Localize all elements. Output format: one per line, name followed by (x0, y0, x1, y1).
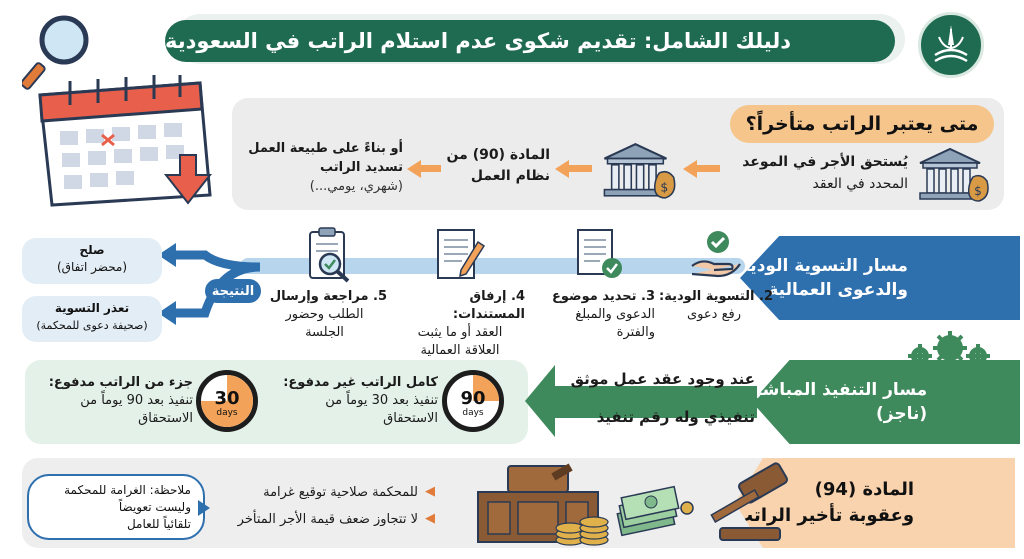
document-check-icon (572, 228, 626, 282)
direct-banner-line2: (ناجز) (876, 404, 928, 424)
outcome2-title: تعذر التسوية (54, 301, 130, 315)
article94-line1: المادة (94) (814, 479, 915, 500)
outcome-reconciliation: صلح (محضر اتفاق) (22, 238, 162, 284)
bullet-triangle-icon: ◀ (425, 511, 435, 526)
timer-30-days-icon: 30 days (196, 370, 258, 432)
direct-condition-line2: تنفيذي وله رقم تنفيذ (596, 408, 755, 426)
amicable-path-banner: مسار التسوية الودية والدعوى العمالية (740, 236, 1020, 320)
note-line2: وليست تعويضاً (118, 500, 191, 514)
bank-money-icon: $ (915, 145, 990, 205)
coins-icon (550, 500, 610, 548)
timer30-text: جزء من الراتب مدفوع: تنفيذ بعد 90 يوماً … (35, 374, 193, 428)
svg-text:$: $ (660, 180, 668, 195)
outcome1-title: صلح (79, 243, 105, 257)
note-tail (198, 500, 210, 516)
arrow-shaft (567, 165, 592, 172)
timer90-text: كامل الراتب غير مدفوع: تنفيذ بعد 30 يوما… (280, 374, 438, 428)
step4-title: 4. إرفاق المستندات: (452, 289, 525, 322)
step3-desc2: والفترة (616, 325, 655, 340)
late-step3-line2: تسديد الراتب (319, 160, 403, 175)
article94-line2: وعقوبة تأخير الراتب (735, 505, 915, 526)
late-step2-line1: المادة (90) من (446, 147, 550, 163)
late-step3-line1: أو بناءً على طبيعة العمل (248, 141, 403, 156)
step5-desc2: الجلسة (305, 325, 344, 340)
timer-90-days-icon: 90 days (442, 370, 504, 432)
timer30-line1: تنفيذ بعد 90 يوماً من (80, 393, 193, 408)
step5-desc1: الطلب وحضور (285, 307, 364, 322)
step2-title: 2. التسوية الودية: (659, 289, 773, 304)
timer90-number: 90 (460, 388, 486, 409)
courtroom-icon (468, 462, 608, 546)
timer30-title: جزء من الراتب مدفوع: (48, 375, 193, 390)
late-step1-line2: المحدد في العقد (812, 176, 908, 192)
arrow-left-icon (683, 160, 697, 178)
hand-checkmark-icon (688, 228, 744, 280)
direct-arrow-head (525, 365, 555, 437)
step-3: 3. تحديد موضوع الدعوى والمبلغ والفترة (530, 288, 655, 342)
late-step2-line2: نظام العمل (470, 168, 550, 184)
amicable-banner-line2: والدعوى العمالية (768, 280, 908, 300)
penalty-bullet2-text: لا تتجاوز ضعف قيمة الأجر المتأخر (237, 512, 418, 527)
step-5: 5. مراجعة وإرسال الطلب وحضور الجلسة (262, 288, 387, 342)
magnifier-icon (20, 10, 92, 90)
step4-desc1: العقد أو ما يثبت (417, 325, 503, 340)
penalty-bullet1-text: للمحكمة صلاحية توقيع غرامة (263, 485, 418, 500)
svg-text:$: $ (974, 184, 982, 198)
direct-banner-line1: مسار التنفيذ المباشر (752, 380, 928, 400)
arrow-left-icon (555, 160, 569, 178)
clipboard-magnifier-icon (300, 226, 358, 284)
timer90-line2: الاستحقاق (383, 411, 438, 426)
outcome2-desc: (صحيفة دعوى للمحكمة) (36, 319, 148, 332)
step3-desc1: الدعوى والمبلغ (575, 307, 655, 322)
step5-title: 5. مراجعة وإرسال (269, 289, 387, 304)
saudi-emblem-icon (918, 12, 984, 78)
direct-condition-line1: عند وجود عقد عمل موثق (570, 370, 755, 388)
direct-path-banner: مسار التنفيذ المباشر (ناجز) (752, 360, 1020, 444)
timer90-line1: تنفيذ بعد 30 يوماً من (325, 393, 438, 408)
timer90-title: كامل الراتب غير مدفوع: (283, 375, 438, 390)
timer30-number: 30 (214, 388, 240, 409)
penalty-note: ملاحظة: الغرامة للمحكمة وليست تعويضاً تل… (27, 474, 205, 540)
arrow-shaft (695, 165, 720, 172)
note-line3: تلقائياً للعامل (126, 517, 191, 531)
outcome-no-settlement: تعذر التسوية (صحيفة دعوى للمحكمة) (22, 296, 162, 342)
cash-stack-icon (615, 478, 695, 538)
outcome1-desc: (محضر اتفاق) (56, 260, 128, 274)
gavel-icon (700, 462, 800, 546)
result-label: النتيجة (205, 279, 261, 303)
timer90-unit: days (462, 408, 484, 418)
penalty-bullet-2: ◀ (225, 511, 435, 526)
amicable-banner-line1: مسار التسوية الودية (740, 256, 908, 276)
direct-arrow-shaft (552, 386, 757, 418)
calendar-icon (30, 75, 220, 215)
step3-title: 3. تحديد موضوع (552, 289, 655, 304)
late-step1-line1: يُستحق الأجر في الموعد (742, 154, 908, 170)
arrow-shaft (419, 165, 441, 172)
step4-desc2: العلاقة العمالية (420, 343, 500, 358)
document-pen-icon (432, 228, 488, 284)
step2-desc: رفع دعوى (687, 307, 741, 322)
step-2: 2. التسوية الودية: رفع دعوى (655, 288, 773, 324)
page-title: دليلك الشامل: تقديم شكوى عدم استلام الرا… (165, 20, 895, 62)
bullet-triangle-icon: ◀ (425, 484, 435, 499)
late-question-title: متى يعتبر الراتب متأخراً؟ (730, 105, 994, 143)
timer30-unit: days (216, 408, 238, 418)
late-step3-line3: (شهري، يومي...) (309, 179, 403, 194)
timer30-line2: الاستحقاق (138, 411, 193, 426)
bank-money-icon: $ (598, 140, 678, 202)
step-4: 4. إرفاق المستندات: العقد أو ما يثبت الع… (395, 288, 525, 360)
penalty-bullet-1: ◀ (225, 484, 435, 499)
arrow-left-icon (407, 160, 421, 178)
note-line1: ملاحظة: الغرامة للمحكمة (64, 483, 191, 497)
